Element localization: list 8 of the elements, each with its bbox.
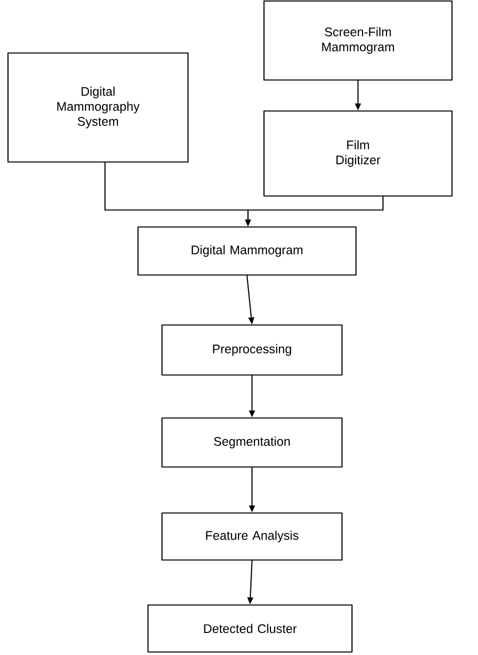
process-box: Film Digitizer [263, 110, 453, 197]
process-box: Screen-Film Mammogram [263, 0, 453, 81]
process-box: Digital Mammography System [7, 52, 189, 163]
process-box: Feature Analysis [161, 512, 343, 561]
process-box: Segmentation [161, 417, 343, 468]
process-box: Digital Mammogram [137, 226, 357, 276]
process-box: Preprocessing [161, 324, 343, 376]
process-box: Detected Cluster [147, 604, 353, 653]
